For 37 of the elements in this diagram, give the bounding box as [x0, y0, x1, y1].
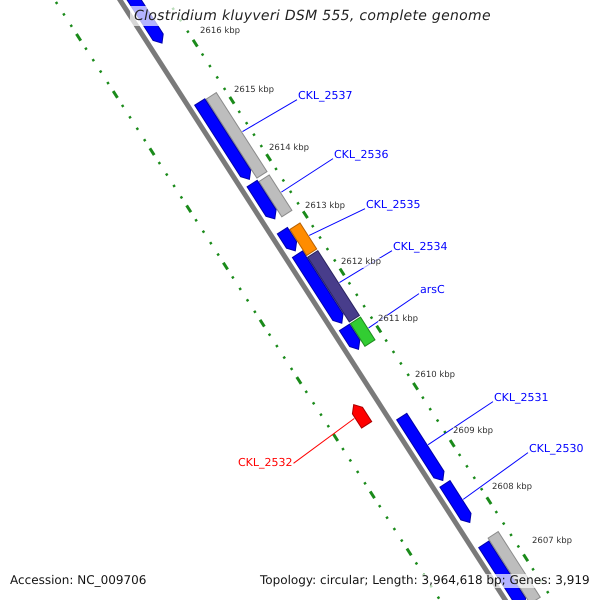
gene-label: CKL_2532 [238, 457, 293, 470]
gene-block [276, 226, 298, 252]
leader-line [428, 401, 494, 446]
scale-label: 2614 kbp [269, 144, 310, 154]
gene-label: CKL_2530 [529, 443, 584, 456]
scale-label: 2607 kbp [532, 537, 572, 547]
leader-line [308, 208, 366, 236]
leader-line [280, 158, 334, 193]
scale-label: 2608 kbp [492, 483, 532, 493]
caption-text: Accession: NC_009706 [10, 574, 146, 588]
scale-label: 2612 kbp [341, 258, 382, 268]
scale-label: 2609 kbp [453, 427, 494, 437]
leader-line [242, 99, 298, 132]
gene-block [258, 174, 293, 218]
scale-label: 2616 kbp [200, 27, 240, 37]
scale-label: 2613 kbp [305, 202, 346, 212]
leader-line [293, 418, 355, 464]
gene-block [289, 222, 318, 256]
caption-text: Topology: circular; Length: 3,964,618 bp; Genes: 3,919 [260, 574, 590, 588]
scale-label: 2611 kbp [378, 315, 418, 325]
gene-block [307, 250, 360, 323]
gene-label: CKL_2534 [393, 241, 448, 254]
gene-block [246, 180, 277, 220]
gene-label: CKL_2536 [334, 149, 389, 162]
gene-label: CKL_2537 [298, 90, 353, 103]
gene-block [439, 480, 472, 524]
gene-label: CKL_2535 [366, 199, 421, 212]
gene-label: arsC [420, 284, 445, 297]
leader-line [462, 452, 528, 500]
gene-block [338, 324, 360, 350]
gene-block [352, 404, 372, 429]
gene-block [350, 316, 376, 347]
scale-label: 2610 kbp [415, 371, 456, 381]
gene-label: CKL_2531 [494, 392, 549, 405]
scale-label: 2615 kbp [234, 86, 274, 96]
gene-block [194, 98, 252, 180]
gene-block [396, 412, 445, 482]
